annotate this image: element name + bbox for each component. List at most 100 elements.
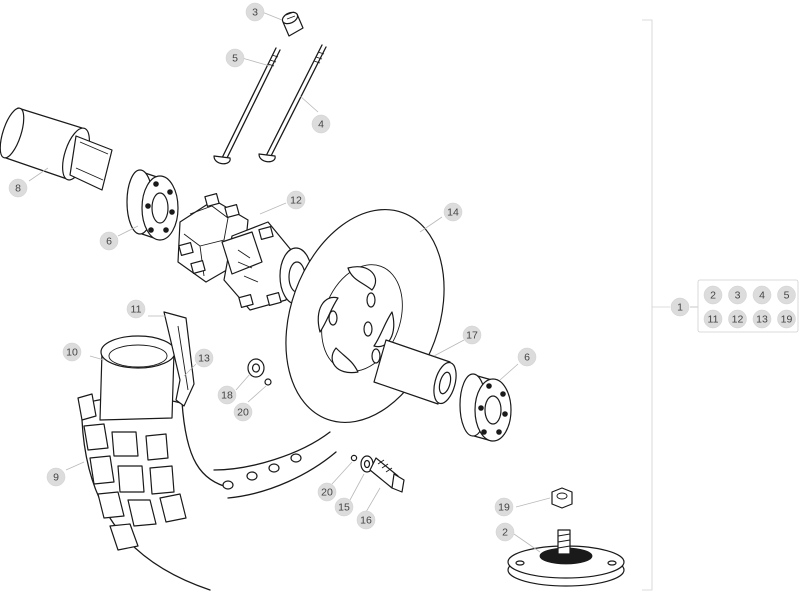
callout-9[interactable]: 9	[46, 467, 66, 487]
kit-member-11[interactable]: 11	[703, 309, 723, 329]
callout-9-label: 9	[53, 472, 59, 484]
part-hub[interactable]	[177, 193, 313, 311]
part-washer-upper[interactable]	[264, 378, 272, 386]
kit-member-12-circle	[728, 309, 747, 329]
callout-6[interactable]: 6	[517, 347, 537, 367]
part-nut-upper[interactable]	[247, 358, 265, 378]
kit-member-3[interactable]: 3	[728, 285, 747, 305]
callout-10-label: 10	[66, 347, 78, 359]
kit-member-19-label: 19	[781, 314, 793, 326]
callout-18[interactable]: 18	[217, 385, 237, 405]
callout-15-circle	[334, 497, 354, 517]
part-spoke-long[interactable]	[258, 44, 327, 163]
callout-20[interactable]: 20	[317, 482, 337, 502]
kit-member-3-label: 3	[735, 290, 741, 302]
kit-member-4[interactable]: 4	[752, 285, 772, 305]
part-valve-cap[interactable]	[281, 10, 304, 37]
callout-11-label: 11	[131, 304, 142, 316]
callout-20-circle	[317, 482, 337, 502]
callout-1-circle	[670, 297, 690, 317]
callout-20-label: 20	[237, 407, 249, 419]
part-tyre[interactable]	[77, 393, 337, 591]
part-bolt[interactable]	[369, 457, 405, 493]
callout-6[interactable]: 6	[99, 231, 119, 251]
part-spring-washer[interactable]	[360, 455, 374, 473]
callout-14-label: 14	[447, 207, 459, 219]
callout-9-circle	[46, 467, 66, 487]
kit-member-4-circle	[752, 285, 772, 305]
callout-10[interactable]: 10	[62, 342, 82, 362]
part-bearing-lower[interactable]	[459, 373, 512, 442]
callout-5-label: 5	[232, 53, 238, 65]
callout-16-label: 16	[360, 515, 372, 527]
callout-4[interactable]: 4	[311, 114, 331, 134]
callout-11[interactable]: 11	[126, 299, 146, 319]
callout-2-label: 2	[502, 527, 508, 539]
callout-6-label: 6	[524, 352, 530, 364]
callout-12[interactable]: 12	[286, 190, 306, 210]
callout-14[interactable]: 14	[443, 202, 463, 222]
callout-13-circle	[194, 348, 214, 368]
callout-14-circle	[443, 202, 463, 222]
callout-6-label: 6	[106, 236, 112, 248]
kit-member-19[interactable]: 19	[777, 309, 796, 329]
callout-17[interactable]: 17	[462, 325, 482, 345]
callout-15-label: 15	[338, 502, 350, 514]
callout-20-label: 20	[321, 487, 333, 499]
callout-3-label: 3	[252, 7, 258, 19]
part-axle-spacer[interactable]	[373, 339, 460, 406]
kit-member-13[interactable]: 13	[752, 309, 772, 329]
kit-member-11-circle	[703, 309, 723, 329]
callout-1-label: 1	[677, 302, 683, 314]
callout-3[interactable]: 3	[245, 2, 265, 22]
callout-13-label: 13	[198, 353, 210, 365]
callout-13[interactable]: 13	[194, 348, 214, 368]
part-tube-sleeve[interactable]	[0, 105, 113, 191]
callout-18-circle	[217, 385, 237, 405]
callout-3-circle	[245, 2, 265, 22]
callout-5[interactable]: 5	[225, 48, 245, 68]
callout-4-circle	[311, 114, 331, 134]
part-bearing-upper[interactable]	[126, 169, 179, 241]
callout-16[interactable]: 16	[356, 510, 376, 530]
callout-8[interactable]: 8	[8, 178, 28, 198]
callout-19-circle	[494, 497, 514, 517]
part-brake-disc[interactable]	[258, 187, 472, 444]
callout-1[interactable]: 1	[670, 297, 690, 317]
kit-member-13-circle	[752, 309, 772, 329]
callout-11-circle	[126, 299, 146, 319]
callout-18-label: 18	[221, 390, 233, 402]
kit-member-2[interactable]: 2	[703, 285, 723, 305]
kit-member-12[interactable]: 12	[728, 309, 747, 329]
kit-member-2-circle	[703, 285, 723, 305]
callout-10-circle	[62, 342, 82, 362]
callout-19[interactable]: 19	[494, 497, 514, 517]
callout-badges: 3 5 4 8 6 12 14 11 10 13 18 20 17 6 9 20 15 16 19 2 1	[8, 2, 690, 542]
callout-6-circle	[517, 347, 537, 367]
callout-2[interactable]: 2	[495, 522, 515, 542]
callout-17-label: 17	[466, 330, 478, 342]
part-rim-strip[interactable]	[163, 311, 195, 407]
leader-lines	[28, 11, 700, 553]
part-washer-lower[interactable]	[350, 454, 358, 462]
callout-2-circle	[495, 522, 515, 542]
kit-member-19-circle	[777, 309, 796, 329]
kit-member-11-label: 11	[708, 314, 719, 326]
callout-20-circle	[233, 402, 253, 422]
callout-16-circle	[356, 510, 376, 530]
kit-member-12-label: 12	[732, 314, 744, 326]
kit-member-5[interactable]: 5	[777, 285, 796, 305]
callout-8-circle	[8, 178, 28, 198]
callout-20[interactable]: 20	[233, 402, 253, 422]
callout-15[interactable]: 15	[334, 497, 354, 517]
part-spoke-short[interactable]	[213, 47, 281, 165]
kit-member-2-label: 2	[710, 290, 716, 302]
part-rim-band[interactable]	[99, 335, 176, 421]
part-hex-nut[interactable]	[551, 487, 573, 509]
kit-member-5-label: 5	[784, 290, 790, 302]
part-valve[interactable]	[507, 529, 625, 587]
callout-12-label: 12	[290, 195, 302, 207]
kit-member-13-label: 13	[756, 314, 768, 326]
